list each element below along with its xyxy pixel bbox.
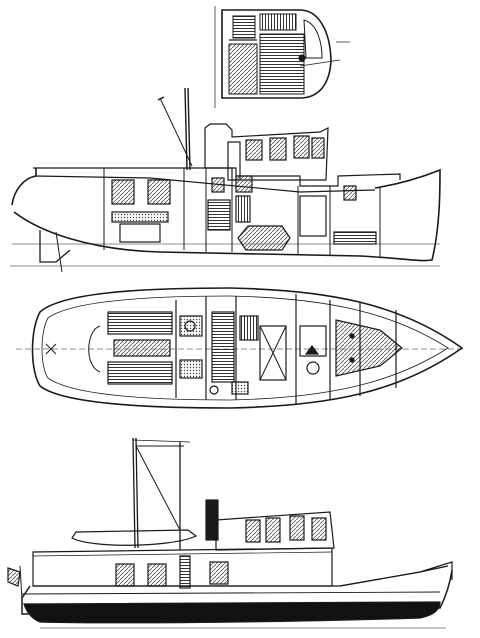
deckhouse-settee [259,33,305,95]
deckhouse-outline [221,9,332,99]
deckhouse-chart-table [259,13,297,31]
outboard-window-1 [115,563,135,587]
outboard-ph-window-2 [265,517,281,543]
pennant-flag-icon [7,567,21,587]
pilothouse-door [227,141,241,181]
plan-galley-stove [179,359,203,379]
plan-head-toilet [306,361,320,375]
salon-window-1 [111,179,135,205]
plan-cockpit [88,325,101,373]
profile-salon-table [119,223,161,243]
forward-window-2 [343,185,357,201]
plan-stove-icon [304,345,320,355]
outboard-window-2 [147,563,167,587]
plan-salon-settee-stbd [107,361,173,385]
accommodation-plan-view [16,287,466,409]
plan-head [299,325,327,357]
profile-mast [157,87,193,171]
plan-dinette [211,311,235,383]
outboard-ph-window-4 [311,517,327,541]
plan-engine-hatch [259,325,287,381]
plan-galley-sink [184,320,196,332]
outboard-hull-bottom [23,601,441,624]
outboard-dinghy [71,529,198,546]
profile-bulkheads [103,168,381,258]
forward-window [235,175,253,193]
deckhouse-wheel-console [303,19,323,59]
outboard-window-3 [209,561,229,585]
deckhouse-plan-view [214,6,350,108]
profile-engine [237,225,291,251]
plan-companionway [239,315,259,341]
outboard-rig [132,437,191,550]
plan-galley-counter [179,315,203,337]
profile-galley-counter [207,199,231,231]
main-house-outline [33,167,401,187]
inboard-profile-view [10,87,441,273]
pilothouse-window-1 [245,139,263,161]
profile-stairs [235,195,251,223]
deckhouse-helm-seat [232,15,256,39]
pilothouse-window-2 [269,137,287,161]
profile-keel [39,230,71,263]
profile-forward-berth [333,231,377,245]
plan-hull-outline [31,287,464,409]
outboard-profile-view [7,437,453,629]
profile-hull [11,168,441,262]
deckhouse-berth [228,43,258,95]
profile-salon-settee [111,211,169,223]
outboard-ladder-icon [179,555,191,589]
profile-sheer [35,175,376,193]
salon-window-2 [147,179,171,205]
outboard-pilothouse [215,511,335,551]
deckhouse-wheel [298,54,306,62]
pilothouse-window-4 [311,137,325,159]
plan-salon-table [113,339,171,357]
outboard-ph-window-3 [289,515,305,541]
outboard-ph-window-1 [245,519,261,543]
outboard-hull-topside [21,569,453,615]
outboard-bulwark [33,565,449,587]
plan-vberth [335,319,403,377]
profile-locker [299,195,327,237]
pilothouse-window-3 [293,135,310,159]
plan-salon-settee-port [107,311,173,335]
